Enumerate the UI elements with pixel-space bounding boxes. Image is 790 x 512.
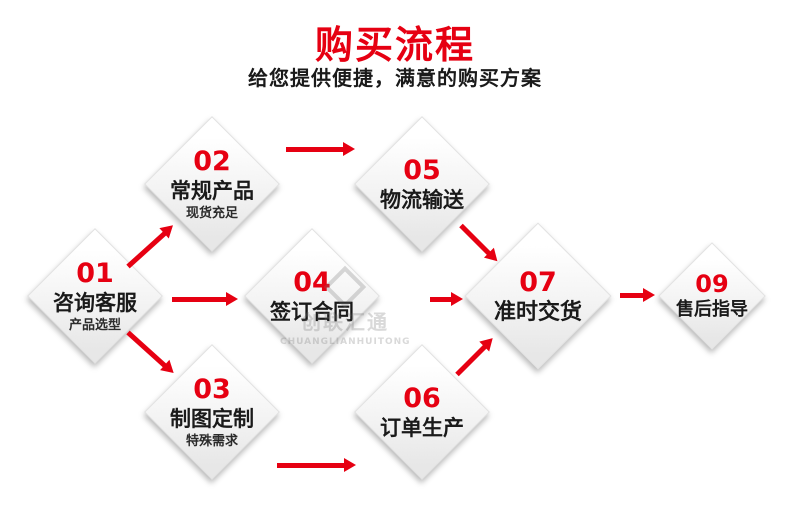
step-sublabel: 现货充足 [185,205,238,221]
flow-node-07-on-time-delivery: 07 准时交货 [464,222,612,370]
step-label: 签订合同 [270,300,354,325]
step-number: 05 [403,155,441,187]
arrow-05-to-07 [459,223,492,256]
step-number: 09 [695,269,729,298]
step-number: 02 [193,146,231,178]
step-number: 06 [403,383,441,415]
arrow-03-to-06 [277,458,356,472]
flow-node-03-custom-drawing: 03 制图定制 特殊需求 [144,344,280,480]
arrow-06-to-07 [455,344,488,377]
arrow-07-to-09 [620,288,655,302]
step-label: 订单生产 [380,416,464,441]
step-sublabel: 产品选型 [68,317,121,333]
flow-node-09-after-sales: 09 售后指导 [658,242,766,350]
step-number: 07 [519,266,557,298]
step-label: 咨询客服 [53,291,137,316]
step-number: 01 [76,258,114,290]
flow-node-04-sign-contract: 04 签订合同 [244,228,380,364]
flow-node-01-consult: 01 咨询客服 产品选型 [27,228,163,364]
flow-node-06-order-production: 06 订单生产 [354,344,490,480]
step-sublabel: 特殊需求 [185,433,238,449]
flow-node-05-logistics: 05 物流输送 [354,116,490,252]
step-label: 制图定制 [170,407,254,432]
page-title: 购买流程 [314,23,475,67]
step-number: 04 [293,267,331,299]
arrow-02-to-05 [286,142,355,156]
flow-node-02-standard-product: 02 常规产品 现货充足 [144,116,280,252]
arrow-04-to-07 [430,292,463,306]
arrow-01-to-04 [172,292,238,306]
step-label: 售后指导 [676,299,748,321]
page-subtitle: 给您提供便捷，满意的购买方案 [248,66,542,90]
step-number: 03 [193,374,231,406]
arrow-01-to-03 [126,330,167,368]
step-label: 准时交货 [493,299,582,325]
step-label: 物流输送 [380,188,464,213]
step-label: 常规产品 [170,179,254,204]
